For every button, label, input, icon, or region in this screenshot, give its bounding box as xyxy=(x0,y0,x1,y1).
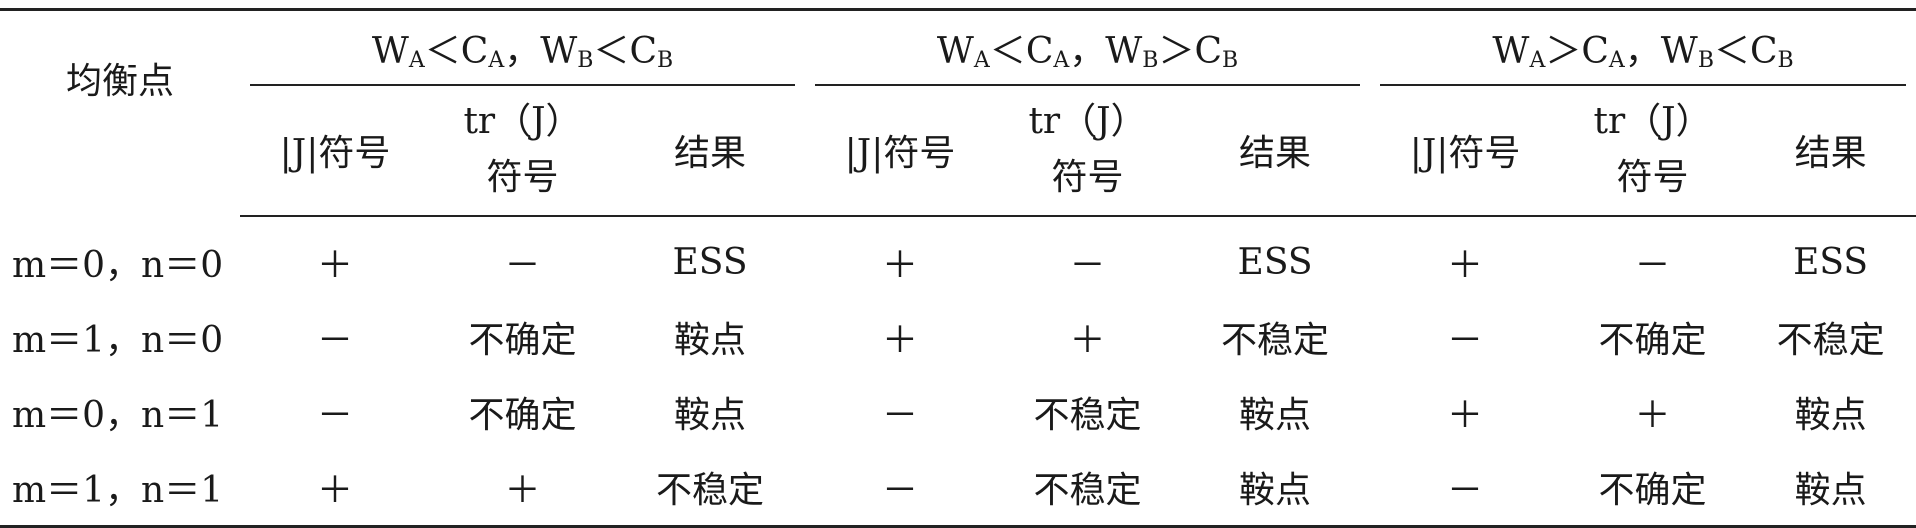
group-underline xyxy=(250,83,796,86)
group-header-3: WA＞CA，WB＜CB xyxy=(1370,10,1916,86)
table-cell: 鞍点 xyxy=(674,395,747,436)
table-row: m＝0，n＝0 ＋ － ESS ＋ － ESS ＋ － ESS xyxy=(0,216,1916,300)
table-cell: 不确定 xyxy=(1598,470,1707,511)
table-cell: 鞍点 xyxy=(1239,395,1312,436)
table-cell: 不稳定 xyxy=(1033,395,1142,436)
table-cell: － xyxy=(1447,470,1484,511)
table-cell: 不稳定 xyxy=(1221,320,1330,361)
table-cell: 鞍点 xyxy=(1794,470,1867,511)
result-header: 结果 xyxy=(1180,85,1371,217)
table-row: m＝1，n＝0 － 不确定 鞍点 ＋ ＋ 不稳定 － 不确定 不稳定 xyxy=(0,300,1916,375)
table-cell: ＋ xyxy=(1447,245,1484,286)
group-underline xyxy=(815,83,1361,86)
table-cell: ＋ xyxy=(504,470,541,511)
table-cell: ＋ xyxy=(882,245,919,286)
corner-header: 均衡点 xyxy=(65,61,174,103)
group-header-row: 均衡点 WA＜CA，WB＜CB WA＜CA，WB＞CB WA＞CA，WB＜CB xyxy=(0,10,1916,102)
trace-sign-header: tr（J）符号 xyxy=(995,85,1181,217)
row-label: m＝1，n＝0 xyxy=(12,320,224,361)
result-header: 结果 xyxy=(615,85,806,217)
trace-sign-header: tr（J）符号 xyxy=(1560,85,1746,217)
result-header: 结果 xyxy=(1745,85,1916,217)
stability-table-container: 均衡点 WA＜CA，WB＜CB WA＜CA，WB＞CB WA＞CA，WB＜CB … xyxy=(0,8,1916,528)
group-header-1: WA＜CA，WB＜CB xyxy=(240,10,805,86)
table-cell: － xyxy=(882,395,919,436)
row-label: m＝0，n＝0 xyxy=(12,244,224,286)
table-cell: － xyxy=(316,320,353,361)
table-cell: 不确定 xyxy=(468,395,577,436)
table-row: m＝1，n＝1 ＋ ＋ 不稳定 － 不稳定 鞍点 － 不确定 鞍点 xyxy=(0,450,1916,527)
table-cell: 不稳定 xyxy=(1033,470,1142,511)
table-row: m＝0，n＝1 － 不确定 鞍点 － 不稳定 鞍点 ＋ ＋ 鞍点 xyxy=(0,375,1916,450)
table-cell: ＋ xyxy=(1634,395,1671,436)
det-sign-header: |J|符号 xyxy=(240,85,430,217)
group-underline xyxy=(1380,83,1907,86)
table-cell: 鞍点 xyxy=(1794,395,1867,436)
table-cell: 不稳定 xyxy=(656,470,765,511)
table-cell: ＋ xyxy=(882,320,919,361)
equilibrium-stability-table: 均衡点 WA＜CA，WB＜CB WA＜CA，WB＞CB WA＞CA，WB＜CB … xyxy=(0,8,1916,528)
det-sign-header: |J|符号 xyxy=(1370,85,1561,217)
table-cell: 不确定 xyxy=(1598,320,1707,361)
table-cell: 不稳定 xyxy=(1776,320,1885,361)
table-cell: ESS xyxy=(1793,241,1869,283)
table-cell: 鞍点 xyxy=(1239,470,1312,511)
det-sign-header: |J|符号 xyxy=(805,85,996,217)
table-cell: ESS xyxy=(672,241,748,283)
group-header-2: WA＜CA，WB＞CB xyxy=(805,10,1370,86)
table-cell: － xyxy=(504,245,541,286)
table-cell: ＋ xyxy=(1447,395,1484,436)
table-cell: － xyxy=(1447,320,1484,361)
sub-header-row: |J|符号 tr（J）符号 结果 |J|符号 tr（J）符号 结果 |J|符号 … xyxy=(0,85,1916,217)
table-cell: ＋ xyxy=(316,245,353,286)
trace-sign-header: tr（J）符号 xyxy=(430,85,615,217)
row-label: m＝1，n＝1 xyxy=(12,470,224,511)
table-cell: ＋ xyxy=(316,470,353,511)
table-cell: ＋ xyxy=(1069,320,1106,361)
table-cell: － xyxy=(1634,245,1671,286)
table-cell: ESS xyxy=(1237,241,1313,283)
table-cell: － xyxy=(316,395,353,436)
table-cell: － xyxy=(1069,245,1106,286)
row-label: m＝0，n＝1 xyxy=(12,395,224,436)
table-cell: 鞍点 xyxy=(674,320,747,361)
table-cell: － xyxy=(882,470,919,511)
table-cell: 不确定 xyxy=(468,320,577,361)
